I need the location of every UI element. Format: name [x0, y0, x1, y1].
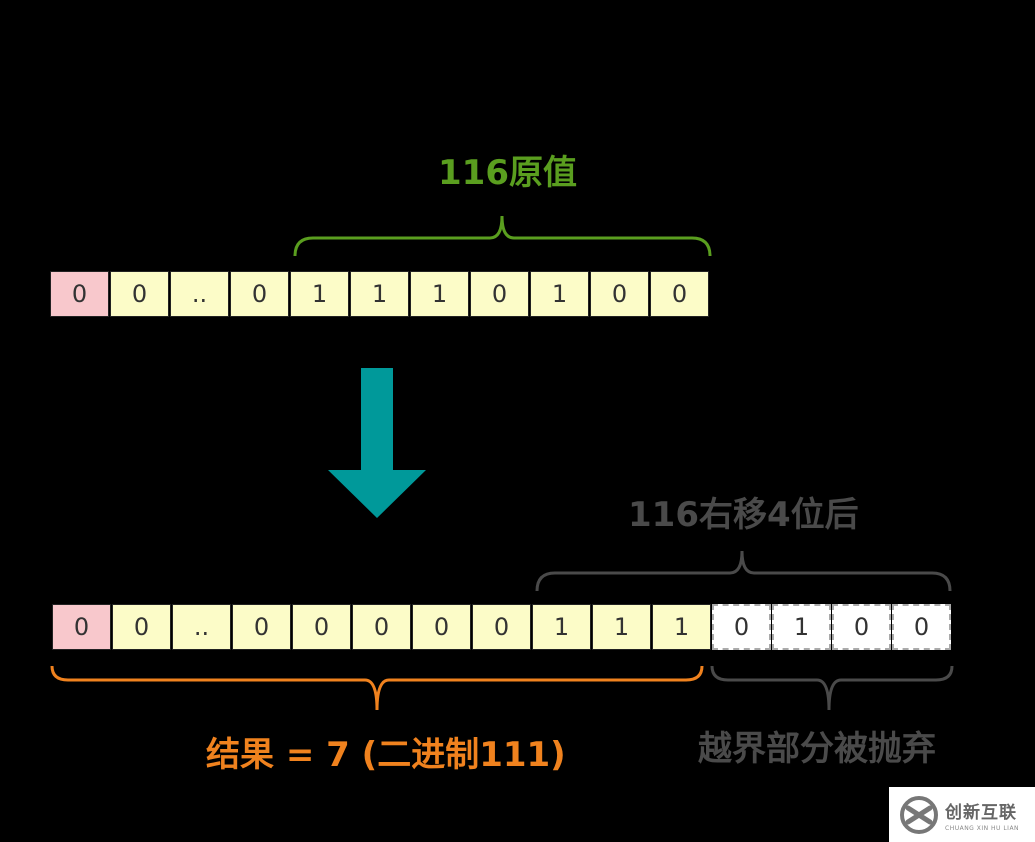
original-bit-cell: 0	[590, 271, 649, 317]
original-bit-cell: 1	[530, 271, 589, 317]
shifted-bit-cell: 1	[772, 604, 831, 650]
shifted-bit-cell: 0	[352, 604, 411, 650]
shifted-bit-cell: 1	[592, 604, 651, 650]
shifted-bit-cell: 0	[892, 604, 951, 650]
original-bit-cell: 0	[230, 271, 289, 317]
original-value-label: 116原值	[438, 153, 577, 193]
shifted-bit-cell: ..	[172, 604, 231, 650]
shifted-bit-cell: 0	[472, 604, 531, 650]
shifted-brace	[535, 550, 952, 592]
original-bit-cell: 0	[50, 271, 109, 317]
original-brace	[293, 215, 712, 257]
down-arrow-icon	[328, 368, 426, 518]
original-bit-cell: 0	[110, 271, 169, 317]
shifted-bit-cell: 0	[832, 604, 891, 650]
shifted-bit-cell: 0	[292, 604, 351, 650]
original-bit-cell: 1	[350, 271, 409, 317]
brand-pinyin: CHUANG XIN HU LIAN	[945, 824, 1020, 832]
discard-brace	[710, 665, 954, 711]
shifted-bit-cell: 1	[532, 604, 591, 650]
result-label: 结果 = 7 (二进制111)	[206, 735, 566, 775]
shifted-bit-cell: 0	[52, 604, 111, 650]
brand-name: 创新互联	[945, 802, 1017, 823]
original-bit-cell: ..	[170, 271, 229, 317]
shifted-bit-cell: 0	[412, 604, 471, 650]
original-bit-cell: 0	[470, 271, 529, 317]
watermark: 创新互联 CHUANG XIN HU LIAN	[889, 787, 1035, 842]
shifted-bit-cell: 0	[232, 604, 291, 650]
shifted-bit-cell: 1	[652, 604, 711, 650]
shifted-value-label: 116右移4位后	[628, 495, 859, 535]
shifted-bit-cell: 0	[112, 604, 171, 650]
original-bit-cell: 0	[650, 271, 709, 317]
brand-logo-icon	[900, 795, 938, 834]
discarded-label: 越界部分被抛弃	[698, 729, 936, 769]
original-bit-cell: 1	[290, 271, 349, 317]
result-brace	[50, 665, 704, 711]
original-bit-cell: 1	[410, 271, 469, 317]
shifted-bit-cell: 0	[712, 604, 771, 650]
